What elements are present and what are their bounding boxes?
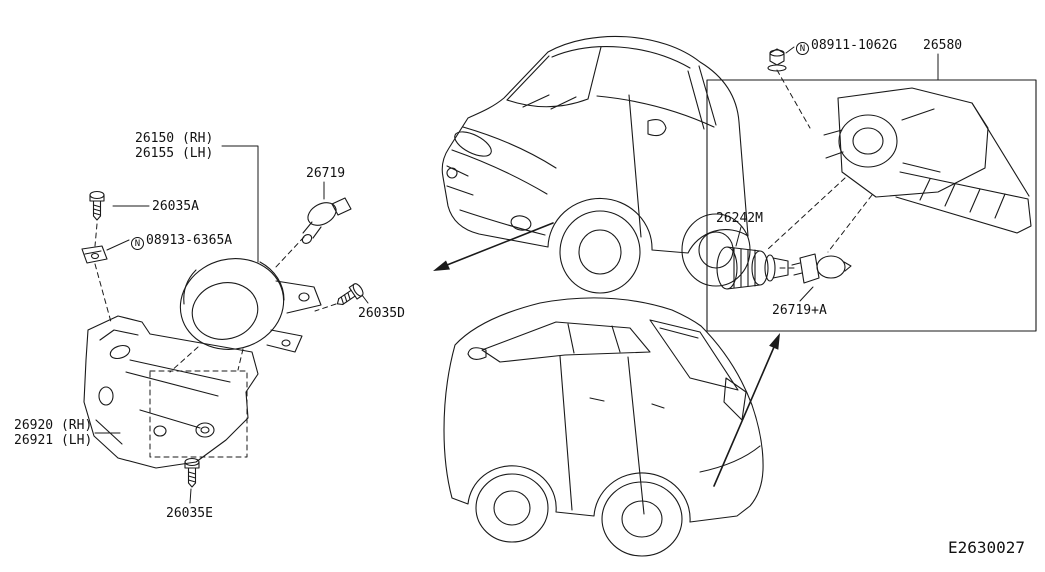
assembly-dashed-lines <box>94 69 873 458</box>
nut-08911-drawing <box>767 48 787 72</box>
fog-bracket-drawing <box>83 315 259 469</box>
label-screw-26035e: 26035E <box>166 506 213 521</box>
rear-lamp-box <box>706 79 1037 332</box>
label-screw-26035d: 26035D <box>358 306 405 321</box>
car-rear-view-drawing <box>443 297 764 557</box>
part-number-nut-rear: 08911-1062G <box>811 38 898 53</box>
leader-lines <box>94 46 939 504</box>
nut-symbol-icon: N <box>131 237 144 250</box>
label-fog-bulb: 26719 <box>306 166 346 181</box>
fog-bulb-drawing <box>301 197 352 244</box>
label-rear-bulb: 26719+A <box>772 303 827 318</box>
part-number-fog-rh: 26150 (RH) <box>135 131 214 146</box>
diagram-code: E2630027 <box>948 538 1026 557</box>
clip-nut-08913-drawing <box>81 245 108 264</box>
bulb-socket-drawing <box>716 246 789 290</box>
nut-symbol-icon: N <box>796 42 809 55</box>
rear-bulb-drawing <box>791 253 852 284</box>
arrow-to-rear-lamp <box>713 333 780 487</box>
label-rear-lamp: 26580 <box>923 38 963 53</box>
rear-lamp-drawing <box>823 87 1032 234</box>
part-number-nut-front: 08913-6365A <box>146 233 233 248</box>
part-number-bracket-rh: 26920 (RH) <box>14 418 93 433</box>
label-fog-lamp: 26150 (RH) 26155 (LH) <box>135 131 213 161</box>
car-front-view-drawing <box>441 35 751 294</box>
label-bulb-socket: 26242M <box>716 211 763 226</box>
part-number-bracket-lh: 26921 (LH) <box>14 433 93 448</box>
label-screw-26035a: 26035A <box>152 199 199 214</box>
screw-26035a-drawing <box>89 190 105 221</box>
fog-lamp-drawing <box>179 258 322 353</box>
label-bracket: 26920 (RH) 26921 (LH) <box>14 418 92 448</box>
part-number-fog-lh: 26155 (LH) <box>135 146 214 161</box>
arrow-to-front-bumper <box>433 222 554 271</box>
